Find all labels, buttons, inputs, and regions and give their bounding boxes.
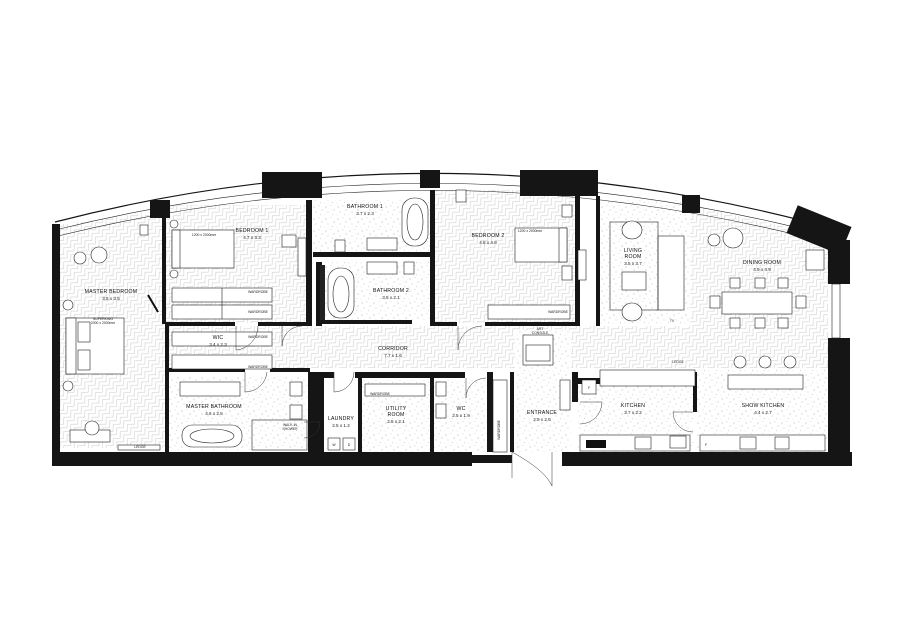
- kitchen-label: KITCHEN: [621, 403, 645, 409]
- wardrobe-label: WARDROBE: [370, 392, 391, 396]
- washer-label: W: [332, 443, 336, 447]
- bedroom-1-furniture: [169, 219, 307, 320]
- bedroom-1-dims: 4.7 x 3.3: [243, 235, 261, 240]
- master-bathroom-label: MASTER BATHROOM: [186, 404, 242, 410]
- dryer-label: D: [348, 443, 351, 447]
- kitchen-furniture: [579, 379, 691, 452]
- bedroom-2-dims: 4.8 x 4.8: [479, 240, 497, 245]
- master-bedroom-furniture: [62, 224, 161, 451]
- bedroom-2-label: BEDROOM 2: [472, 233, 505, 239]
- living-room-dims: 3.5 x 3.7: [624, 261, 642, 266]
- bathroom-1-label: BATHROOM 1: [347, 204, 383, 210]
- master-bathroom-fixtures: [171, 331, 308, 451]
- laundry-label: LAUNDRY: [328, 416, 354, 422]
- dining-room-label: DINING ROOM: [743, 260, 781, 266]
- bed-2-size-label: 1200 x 2000mm: [518, 229, 542, 233]
- bathroom-2-dims: 3.5 x 2.1: [382, 295, 400, 300]
- ledge-label: LEDGE: [672, 360, 684, 364]
- fridge-label: F: [588, 386, 590, 390]
- wardrobe-label: WARDROBE: [497, 419, 501, 440]
- entrance-label: ENTRANCE: [527, 410, 557, 416]
- corridor-label: CORRIDOR: [378, 346, 408, 352]
- wc-label: WC: [456, 406, 465, 412]
- master-bathroom-dims: 4.6 x 2.5: [205, 411, 223, 416]
- living-room-furniture: [609, 220, 744, 322]
- room-labels: MASTER BEDROOM 3.5 x 3.5 BEDROOM 1 4.7 x…: [85, 204, 785, 428]
- wardrobe-label: WARDROBE: [548, 310, 569, 314]
- wardrobe-label: WARDROBE: [248, 310, 269, 314]
- bedroom-1-label: BEDROOM 1: [236, 228, 269, 234]
- laundry-dims: 2.5 x 1.2: [332, 423, 350, 428]
- bedroom-2-furniture: [455, 189, 587, 320]
- wardrobe-label: WARDROBE: [248, 365, 269, 369]
- wic-dims: 3.4 x 2.3: [209, 342, 227, 347]
- wic-label: WIC: [213, 335, 224, 341]
- wc-dims: 2.5 x 1.9: [452, 413, 470, 418]
- dining-room-furniture: [709, 249, 825, 329]
- exterior-walls: [52, 224, 852, 466]
- wardrobe-label: WARDROBE: [248, 290, 269, 294]
- dining-room-dims: 4.9 x 4.9: [753, 267, 771, 272]
- bed-1-size-label: 1200 x 2000mm: [192, 233, 216, 237]
- master-bedroom-label: MASTER BEDROOM: [85, 289, 138, 295]
- bathroom-fixtures: [320, 197, 429, 320]
- wardrobe-label: WARDROBE: [248, 335, 269, 339]
- utility-room-dims: 2.5 x 2.1: [387, 419, 405, 424]
- fixture-labels: WARDROBE WARDROBE WARDROBE WARDROBE WARD…: [91, 229, 707, 449]
- bathroom-2-label: BATHROOM 2: [373, 288, 409, 294]
- kitchen-dims: 3.7 x 2.2: [624, 410, 642, 415]
- show-kitchen-label: SHOW KITCHEN: [742, 403, 785, 409]
- corridor-dims: 7.7 x 1.6: [384, 353, 402, 358]
- entrance-dims: 2.9 x 2.6: [533, 417, 551, 422]
- ledge-label: LEDGE: [134, 445, 146, 449]
- master-bedroom-dims: 3.5 x 3.5: [102, 296, 120, 301]
- tv-label: TV: [670, 319, 675, 323]
- doors: [235, 325, 694, 487]
- show-kitchen-furniture: [599, 355, 826, 452]
- show-kitchen-dims: 4.4 x 2.7: [754, 410, 772, 415]
- fridge-label: F: [705, 443, 707, 447]
- bathroom-1-dims: 3.7 x 2.3: [356, 211, 374, 216]
- service-fixtures: [327, 334, 571, 453]
